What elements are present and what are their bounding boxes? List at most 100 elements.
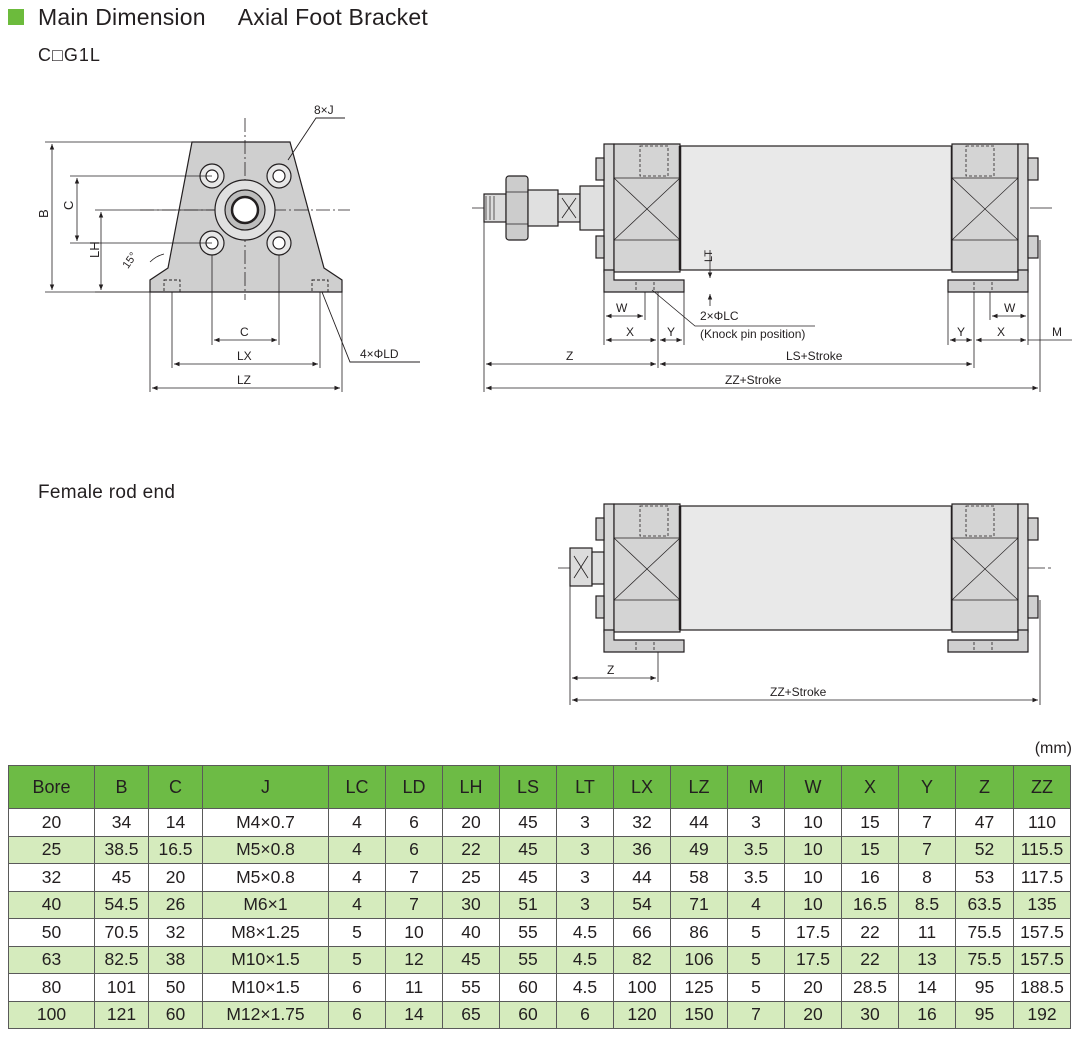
table-cell-ld: 6 [385,835,443,864]
female-rod-heading: Female rod end [38,482,176,503]
table-cell-j: M8×1.25 [202,918,329,947]
table-cell-m: 5 [727,973,785,1002]
table-cell-w: 17.5 [784,945,842,974]
table-cell-ls: 55 [499,945,557,974]
table-cell-w: 20 [784,1000,842,1029]
table-cell-y: 7 [898,835,956,864]
table-cell-ld: 6 [385,808,443,837]
table-cell-ls: 55 [499,918,557,947]
table-cell-lz: 106 [670,945,728,974]
table-cell-bore: 80 [8,973,95,1002]
table-cell-lx: 66 [613,918,671,947]
table-cell-ld: 14 [385,1000,443,1029]
side-view-drawing [472,143,1072,392]
table-cell-lt: 4.5 [556,945,614,974]
table-cell-lt: 4.5 [556,918,614,947]
table-cell-m: 3 [727,808,785,837]
table-cell-x: 16 [841,863,899,892]
table-cell-lz: 150 [670,1000,728,1029]
table-cell-ld: 7 [385,863,443,892]
page-title: Main Dimension [38,3,206,30]
table-cell-y: 11 [898,918,956,947]
column-header-lz: LZ [670,765,728,809]
table-cell-w: 20 [784,973,842,1002]
table-cell-m: 3.5 [727,863,785,892]
table-cell-b: 45 [94,863,149,892]
table-cell-lh: 55 [442,973,500,1002]
label-lz: LZ [237,373,251,387]
table-cell-b: 34 [94,808,149,837]
table-cell-j: M10×1.5 [202,945,329,974]
table-cell-m: 5 [727,918,785,947]
table-cell-lx: 44 [613,863,671,892]
label-lt: LT [703,250,715,262]
female-view-drawing [558,503,1052,705]
table-cell-lc: 4 [328,808,386,837]
label-x-left: X [626,325,634,339]
column-header-ls: LS [499,765,557,809]
label-j: 8×J [314,103,334,117]
table-cell-lc: 6 [328,1000,386,1029]
table-cell-x: 15 [841,835,899,864]
table-cell-ld: 12 [385,945,443,974]
table-cell-bore: 40 [8,890,95,919]
table-cell-ls: 45 [499,835,557,864]
table-cell-w: 10 [784,890,842,919]
table-cell-lc: 4 [328,890,386,919]
column-header-c: C [148,765,203,809]
table-cell-z: 63.5 [955,890,1014,919]
table-cell-c: 38 [148,945,203,974]
table-cell-zz: 188.5 [1013,973,1071,1002]
label-y-right: Y [957,325,965,339]
table-cell-c: 14 [148,808,203,837]
table-cell-w: 10 [784,863,842,892]
table-cell-z: 75.5 [955,945,1014,974]
label-x-right: X [997,325,1005,339]
table-cell-x: 15 [841,808,899,837]
label-zz: ZZ+Stroke [725,373,782,387]
table-cell-x: 22 [841,918,899,947]
table-cell-lt: 6 [556,1000,614,1029]
label-knock-pin: (Knock pin position) [700,327,805,341]
column-header-ld: LD [385,765,443,809]
table-cell-lx: 36 [613,835,671,864]
table-cell-j: M12×1.75 [202,1000,329,1029]
label-b: B [36,209,51,218]
column-header-x: X [841,765,899,809]
table-cell-b: 38.5 [94,835,149,864]
table-cell-ls: 45 [499,808,557,837]
table-cell-lt: 3 [556,890,614,919]
table-cell-ld: 11 [385,973,443,1002]
table-cell-lh: 65 [442,1000,500,1029]
table-cell-lz: 49 [670,835,728,864]
table-cell-x: 22 [841,945,899,974]
table-cell-j: M4×0.7 [202,808,329,837]
column-header-m: M [727,765,785,809]
table-cell-zz: 117.5 [1013,863,1071,892]
label-w-left: W [616,301,628,315]
table-cell-x: 16.5 [841,890,899,919]
label-lx: LX [237,349,252,363]
table-cell-lh: 40 [442,918,500,947]
table-cell-y: 7 [898,808,956,837]
female-view-labels: Z ZZ+Stroke [607,663,827,699]
label-ls: LS+Stroke [786,349,843,363]
table-cell-lh: 45 [442,945,500,974]
table-cell-j: M6×1 [202,890,329,919]
table-cell-b: 101 [94,973,149,1002]
table-cell-m: 5 [727,945,785,974]
table-cell-c: 60 [148,1000,203,1029]
section-header: Main Dimension Axial Foot Bracket [8,2,428,32]
table-cell-lt: 3 [556,863,614,892]
table-cell-lh: 20 [442,808,500,837]
table-cell-ls: 45 [499,863,557,892]
table-cell-c: 32 [148,918,203,947]
table-cell-lc: 5 [328,918,386,947]
